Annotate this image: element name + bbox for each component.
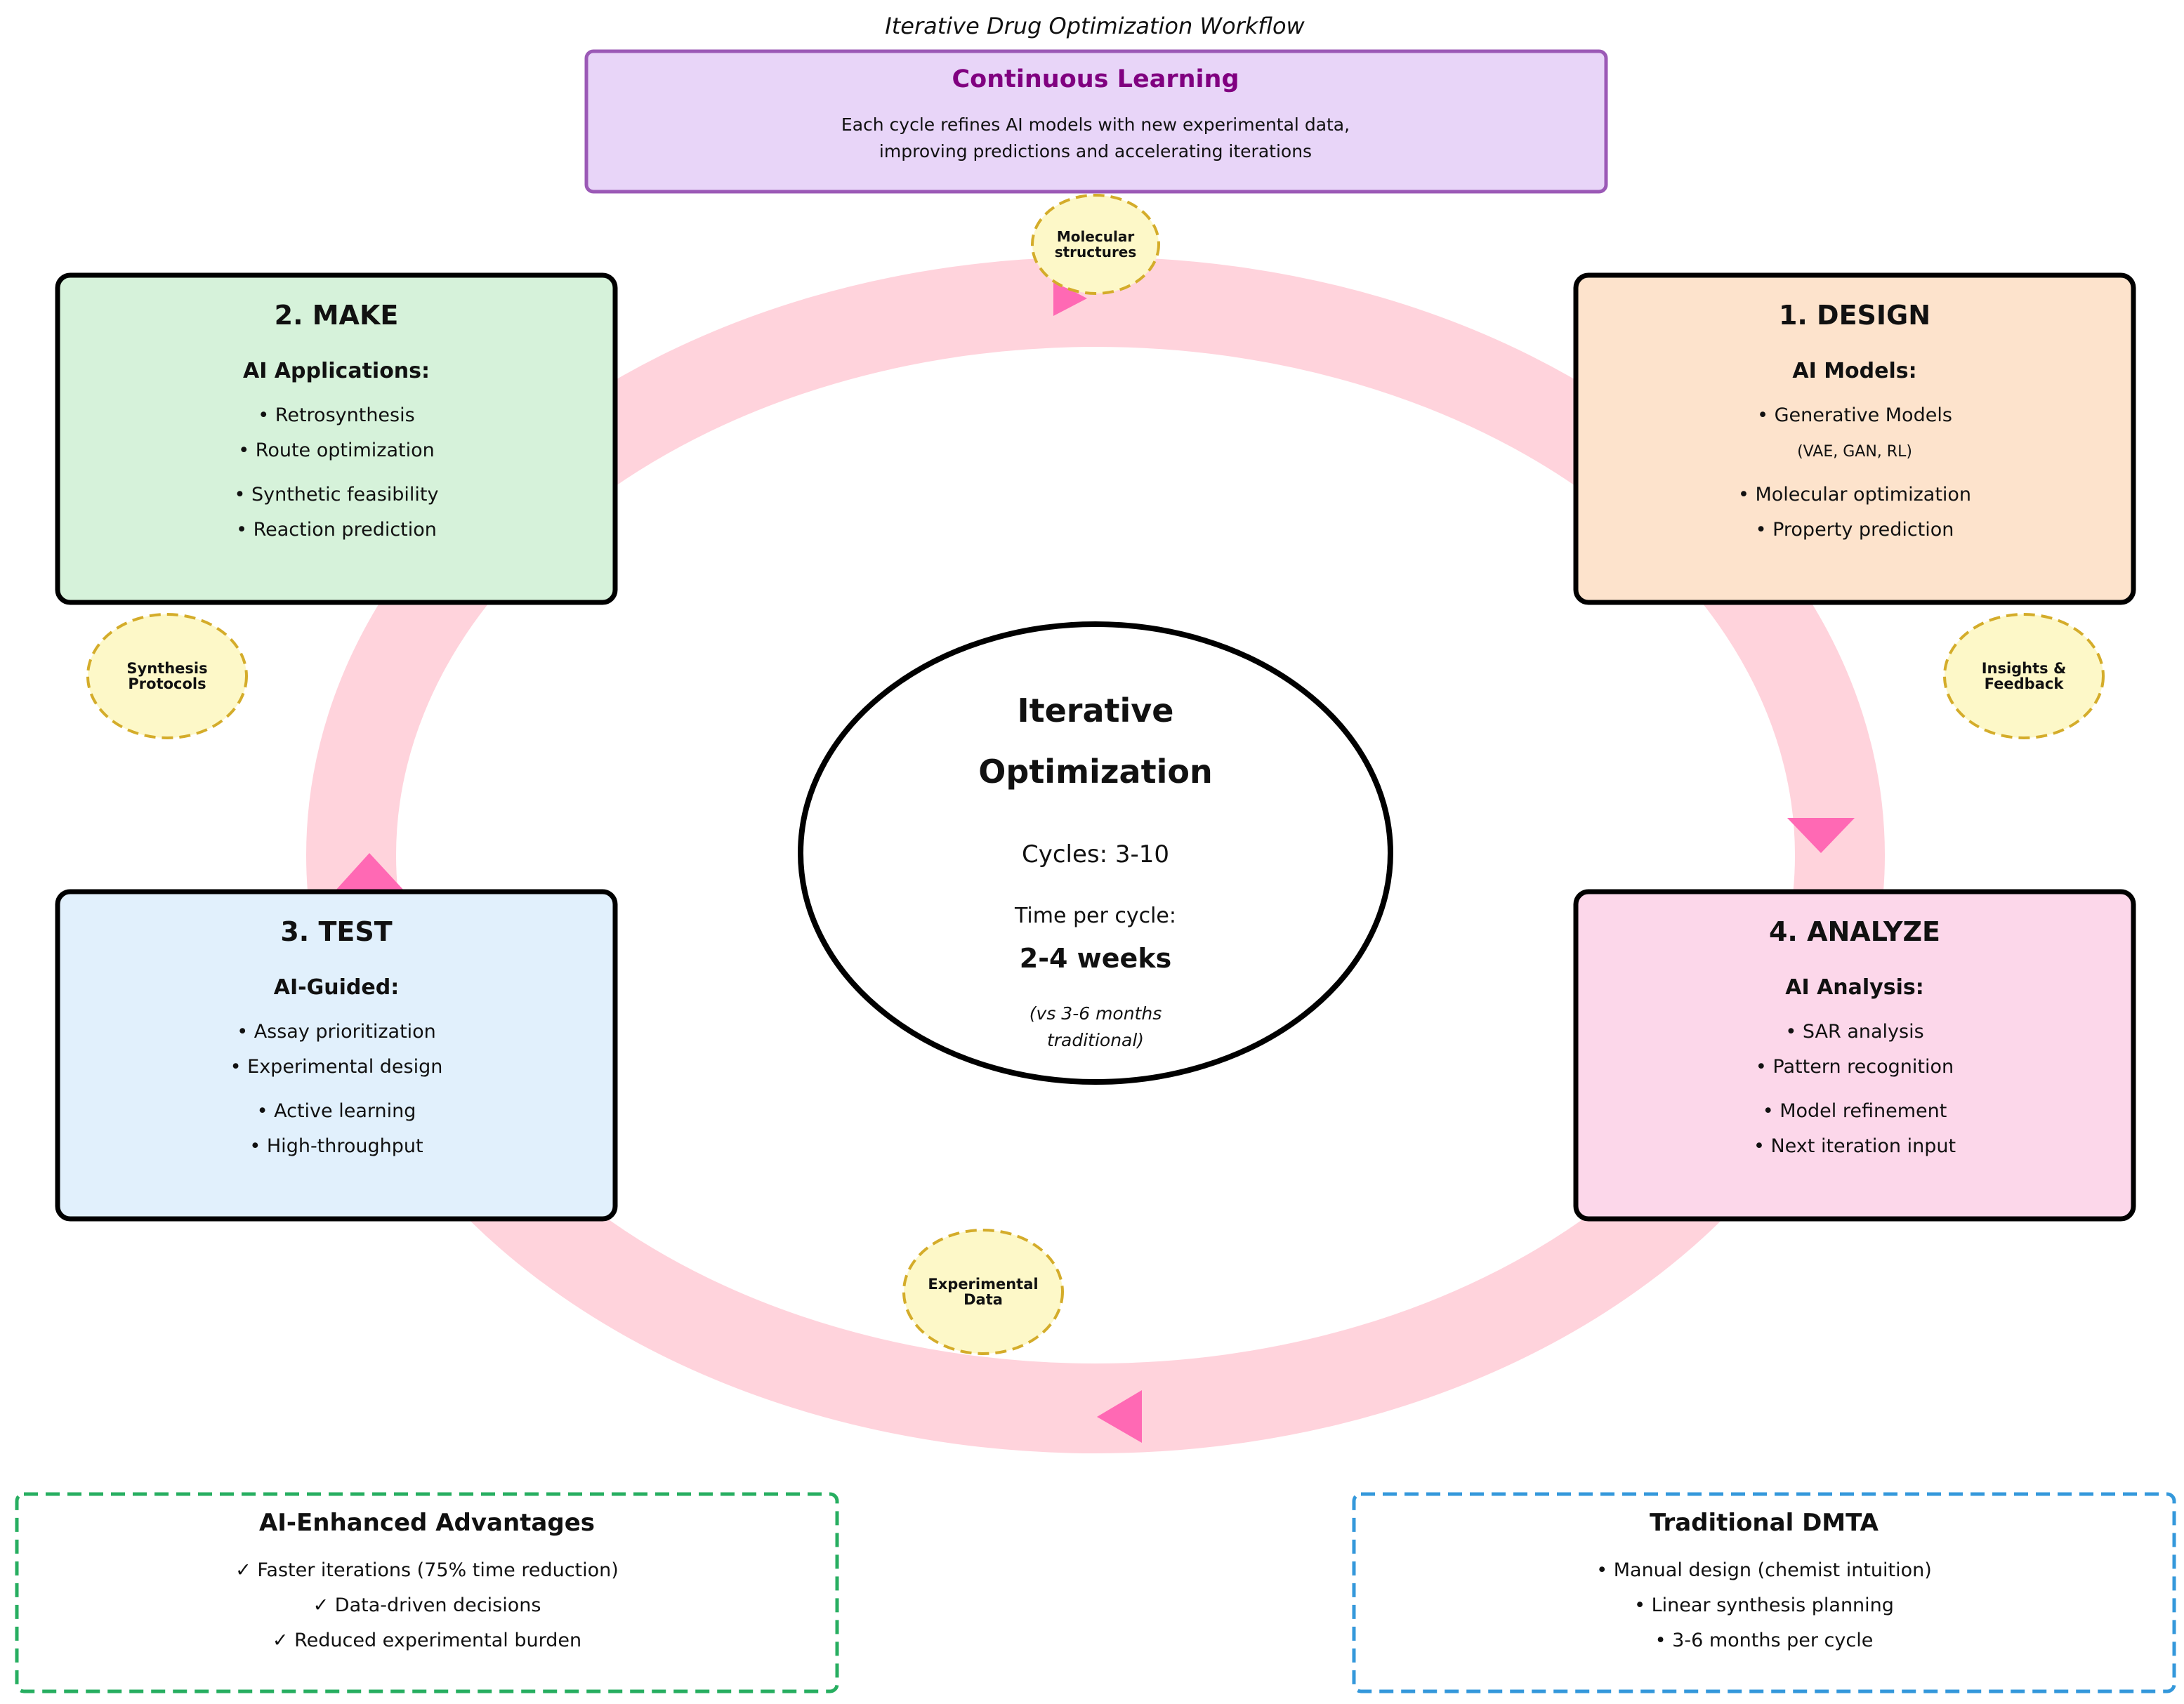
advantages-item: ✓ Faster iterations (75% time reduction) <box>235 1559 619 1581</box>
flow-label: structures <box>1055 244 1137 260</box>
stage-item: • Model refinement <box>1763 1100 1947 1122</box>
stage-title: 1. DESIGN <box>1779 300 1930 331</box>
arrow-down-icon <box>1787 818 1855 853</box>
center-title-line-1: Iterative <box>1018 692 1174 729</box>
stage-item: • Experimental design <box>230 1056 443 1078</box>
stage-title: 3. TEST <box>280 916 392 947</box>
stage-subtitle: AI Applications: <box>243 359 430 383</box>
stage-make-box: 2. MAKE AI Applications: • Retrosynthesi… <box>55 272 618 605</box>
stage-item: • Active learning <box>257 1100 416 1122</box>
learning-line-1: Each cycle refines AI models with new ex… <box>841 114 1350 135</box>
traditional-panel: Traditional DMTA • Manual design (chemis… <box>1352 1492 2176 1693</box>
flow-label: Synthesis <box>126 660 207 677</box>
stage-test-box: 3. TEST AI-Guided: • Assay prioritizatio… <box>55 889 618 1222</box>
arrow-left-icon <box>1097 1390 1142 1443</box>
stage-item-note: (VAE, GAN, RL) <box>1797 443 1912 461</box>
cycle-ring <box>306 257 1885 1453</box>
center-time-label: Time per cycle: <box>1014 904 1176 928</box>
learning-line-2: improving predictions and accelerating i… <box>879 141 1312 161</box>
flow-molecular-structures: Molecular structures <box>1031 194 1160 295</box>
traditional-item: • 3-6 months per cycle <box>1655 1630 1874 1651</box>
flow-synthesis-protocols: Synthesis Protocols <box>86 613 248 739</box>
continuous-learning-panel: Continuous Learning Each cycle refines A… <box>584 49 1608 194</box>
flow-label: Experimental <box>928 1276 1038 1293</box>
center-time-value: 2-4 weeks <box>1020 943 1171 974</box>
diagram-title: Iterative Drug Optimization Workflow <box>885 13 1305 39</box>
advantages-item: ✓ Data-driven decisions <box>313 1594 541 1616</box>
traditional-item: • Linear synthesis planning <box>1634 1594 1894 1616</box>
stage-subtitle: AI Models: <box>1792 359 1916 383</box>
stage-design-box: 1. DESIGN AI Models: • Generative Models… <box>1573 272 2136 605</box>
advantages-item: ✓ Reduced experimental burden <box>272 1630 581 1651</box>
stage-item: • SAR analysis <box>1785 1021 1923 1043</box>
stage-title: 4. ANALYZE <box>1769 916 1940 947</box>
center-note-line-2: traditional) <box>1047 1030 1144 1050</box>
center-cycles: Cycles: 3-10 <box>1022 840 1169 868</box>
arrow-right-icon <box>1053 281 1087 316</box>
stage-item: • Next iteration input <box>1754 1135 1956 1157</box>
stage-item: • Route optimization <box>238 440 434 461</box>
stage-subtitle: AI-Guided: <box>274 975 399 1000</box>
flow-label: Protocols <box>128 675 206 692</box>
advantages-panel: AI-Enhanced Advantages ✓ Faster iteratio… <box>15 1492 839 1693</box>
stage-item: • Generative Models <box>1757 404 1952 426</box>
stage-item: • Reaction prediction <box>236 519 437 541</box>
stage-title: 2. MAKE <box>275 300 399 331</box>
flow-insights-feedback: Insights & Feedback <box>1943 613 2105 739</box>
stage-item: • Molecular optimization <box>1738 484 1971 506</box>
flow-label: Molecular <box>1057 228 1135 245</box>
flow-label: Feedback <box>1985 675 2065 692</box>
stage-item: • Assay prioritization <box>237 1021 436 1043</box>
traditional-title: Traditional DMTA <box>1650 1509 1879 1537</box>
center-title-line-2: Optimization <box>978 753 1212 791</box>
flow-label: Data <box>963 1291 1003 1308</box>
stage-subtitle: AI Analysis: <box>1785 975 1923 1000</box>
traditional-item: • Manual design (chemist intuition) <box>1596 1559 1932 1581</box>
advantages-title: AI-Enhanced Advantages <box>259 1509 595 1537</box>
stage-analyze-box: 4. ANALYZE AI Analysis: • SAR analysis •… <box>1573 889 2136 1222</box>
stage-item: • Pattern recognition <box>1756 1056 1954 1078</box>
stage-item: • Retrosynthesis <box>258 404 414 426</box>
arrow-up-icon <box>336 853 404 890</box>
learning-title: Continuous Learning <box>952 65 1239 93</box>
flow-label: Insights & <box>1982 660 2067 677</box>
stage-item: • Synthetic feasibility <box>234 484 438 506</box>
flow-experimental-data: Experimental Data <box>902 1229 1064 1355</box>
center-note-line-1: (vs 3-6 months <box>1029 1003 1162 1024</box>
stage-item: • Property prediction <box>1756 519 1954 541</box>
center-summary: Iterative Optimization Cycles: 3-10 Time… <box>798 621 1393 1085</box>
stage-item: • High-throughput <box>249 1135 423 1157</box>
